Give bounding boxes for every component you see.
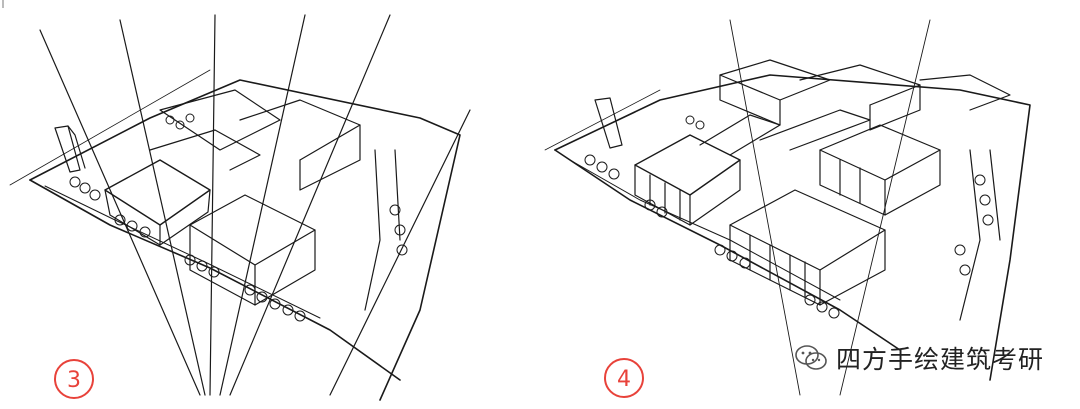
sketch-panel-4: 4 [540,0,1080,409]
step-number-badge: 4 [604,358,644,398]
watermark-text: 四方手绘建筑考研 [835,345,1044,374]
corner-tick [2,0,4,8]
sketch-3-drawing [9,14,471,401]
wechat-icon [795,345,827,370]
watermark: 四方手绘建筑考研 [794,340,1044,376]
step-number-badge: 3 [54,359,94,399]
sketch-4-drawing [544,19,1031,396]
sketch-panel-3: 3 [0,0,520,409]
